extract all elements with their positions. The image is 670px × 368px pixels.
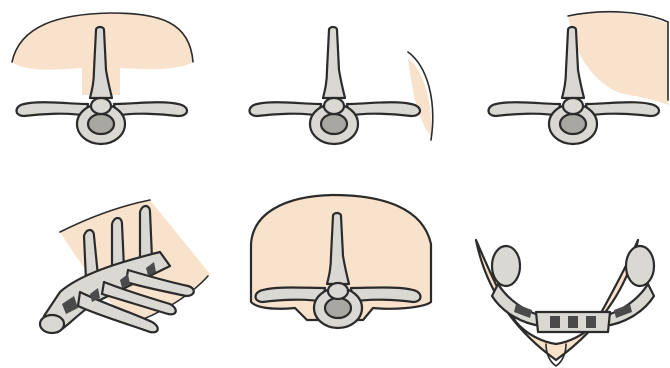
sacral-foramen-right: [586, 316, 596, 328]
vertebra: [250, 27, 421, 144]
spinal-canal: [560, 114, 586, 134]
soft-tissue-region: [408, 58, 431, 136]
transverse-process-left: [489, 102, 561, 116]
panel-6-drawing: [446, 184, 669, 368]
lamina: [563, 98, 583, 114]
vertebral-body-end: [40, 315, 64, 333]
lamina: [91, 98, 111, 114]
spinal-canal: [325, 298, 351, 318]
panel-vertebra-wrapped: [223, 184, 446, 368]
panel-5-drawing: [223, 184, 446, 368]
sacral-foramen-mid: [568, 316, 578, 328]
panel-vertebra-oblique-tissue: [446, 0, 669, 184]
sacral-foramen-left: [550, 316, 560, 328]
transverse-process-left: [17, 102, 89, 116]
spinal-canal: [321, 114, 347, 134]
transverse-process-right: [114, 102, 187, 116]
panel-1-drawing: [0, 0, 223, 184]
femoral-head-left: [492, 246, 520, 286]
transverse-process-right: [347, 102, 420, 116]
pelvis: [492, 246, 654, 332]
transverse-process-right: [586, 102, 659, 116]
panel-vertebra-posterior-tissue: [0, 0, 223, 184]
panel-spine-segment: [0, 184, 223, 368]
spinous-process: [323, 27, 345, 98]
femoral-head-right: [626, 246, 654, 286]
transverse-process-left: [256, 288, 326, 303]
panel-3-drawing: [446, 0, 669, 184]
panel-4-drawing: [0, 184, 223, 368]
panel-vertebra-lateral-tissue: [223, 0, 446, 184]
panel-2-drawing: [223, 0, 446, 184]
panel-pelvis-basin: [446, 184, 669, 368]
transverse-process-right: [351, 288, 421, 303]
spinal-canal: [88, 114, 114, 134]
transverse-process-left: [250, 102, 322, 116]
lamina: [328, 283, 348, 299]
lamina: [324, 98, 344, 114]
